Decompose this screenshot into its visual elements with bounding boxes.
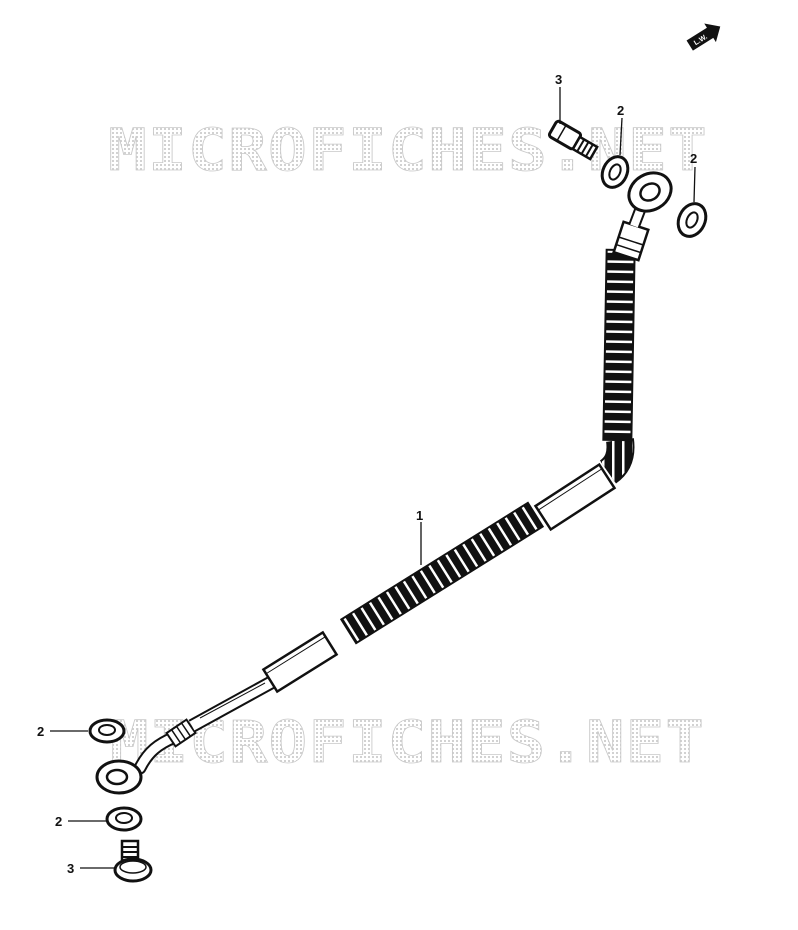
callout-washer-bottom-b: 2	[55, 814, 62, 829]
direction-arrow-icon: L.W.	[686, 23, 721, 51]
callout-bolt-top: 3	[555, 72, 562, 87]
callout-washer-bottom-a: 2	[37, 724, 44, 739]
callout-washer-top-a: 2	[617, 103, 624, 118]
union-bolt-top	[547, 119, 599, 161]
union-bolt-bottom	[113, 839, 153, 883]
washer-bottom-a	[88, 718, 126, 744]
banjo-fitting-bottom	[95, 759, 143, 795]
washer-bottom-b	[105, 806, 143, 832]
brake-hose	[95, 171, 673, 795]
leader-lines	[50, 87, 696, 869]
callout-washer-top-b: 2	[690, 151, 697, 166]
washer-top-b	[676, 202, 708, 238]
banjo-fitting-top	[627, 171, 673, 213]
callout-bolt-bottom: 3	[67, 861, 74, 876]
washer-top-a	[600, 155, 630, 189]
callout-hose: 1	[416, 508, 423, 523]
watermark-top: MICROFICHES.NET	[108, 116, 708, 184]
